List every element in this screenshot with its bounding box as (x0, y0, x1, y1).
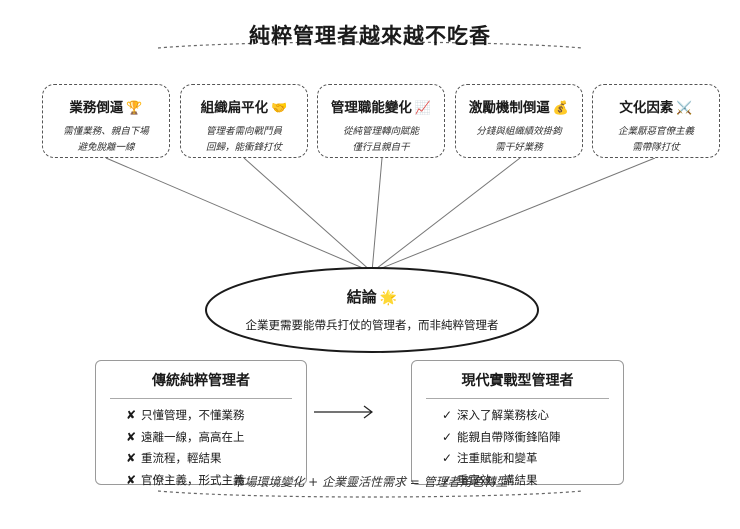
factor-description: 從純管理轉向賦能僅行且親自干 (318, 124, 444, 156)
check-mark-icon: ✓ (442, 472, 453, 487)
list-item: ✘ 官僚主義，形式主義 (126, 470, 306, 492)
factor-description-line: 從純管理轉向賦能 (342, 126, 419, 137)
factor-description-line: 企業厭惡官僚主義 (617, 126, 694, 137)
factor-heading: 組織扁平化🤝 (200, 100, 288, 116)
list-item-text: 能親自帶隊衝鋒陷陣 (457, 429, 561, 444)
crossed-swords-icon: ⚔️ (676, 101, 693, 116)
check-mark-icon: ✓ (442, 429, 453, 444)
list-item-text: 只懂管理，不懂業務 (141, 408, 245, 422)
factor-heading: 激勵機制倒逼💰 (468, 100, 570, 116)
factor-box: 激勵機制倒逼💰 分錢與組織績效掛鉤需干好業務 (455, 84, 583, 158)
connector-line-5 (371, 157, 656, 273)
factor-description: 企業厭惡官僚主義需帶隊打仗 (593, 124, 719, 156)
list-item: ✓ 能親自帶隊衝鋒陷陣 (442, 427, 623, 449)
handshake-icon: 🤝 (271, 101, 288, 116)
traditional-manager-panel: 傳統純粹管理者 ✘ 只懂管理，不懂業務 ✘ 遠離一線，高高在上 ✘ 重流程，輕結果 ✘ 官僚主… (95, 360, 307, 487)
factor-description-line: 需帶隊打仗 (632, 142, 680, 153)
factor-description-line: 需懂業務、親自下場 (63, 126, 149, 137)
modern-manager-panel: 現代實戰型管理者 ✓ 深入了解業務核心 ✓ 能親自帶隊衝鋒陷陣 ✓ 注重賦能和變革 ✓ 重實效… (411, 360, 624, 487)
connector-line-4 (371, 157, 521, 273)
list-item-text: 深入了解業務核心 (457, 408, 549, 422)
transition-arrow-head (363, 405, 373, 419)
connector-line-2 (243, 157, 373, 273)
footer-caption: 市場環境變化 + 企業靈活性需求 = 管理者角色轉型 (232, 475, 508, 489)
list-item: ✓ 注重賦能和變革 (442, 448, 623, 470)
page-title: 純粹管理者越來越不吃香 (249, 24, 491, 48)
modern-panel-title: 現代實戰型管理者 (461, 373, 574, 389)
list-item-text: 重實效，講結果 (457, 472, 538, 487)
glowing-star-icon: 🌟 (379, 290, 398, 306)
factor-box: 業務倒逼🏆 需懂業務、親自下場避免脫離一線 (42, 84, 170, 158)
list-item: ✘ 只懂管理，不懂業務 (126, 405, 306, 427)
factor-heading: 管理職能變化📈 (330, 100, 432, 116)
cross-mark-icon: ✘ (126, 429, 137, 444)
connector-line-3 (371, 157, 383, 273)
factor-description-line: 管理者需向戰鬥員 (205, 126, 282, 137)
trophy-icon: 🏆 (126, 101, 143, 116)
conclusion: 結論🌟 企業更需要能帶兵打仗的管理者，而非純粹管理者 (206, 268, 538, 352)
check-mark-icon: ✓ (442, 408, 453, 422)
cross-mark-icon: ✘ (126, 408, 137, 422)
factor-description-line: 僅行且親自干 (352, 142, 410, 153)
factor-description: 管理者需向戰鬥員回歸，能衝鋒打仗 (181, 124, 307, 156)
list-item-text: 遠離一線，高高在上 (141, 429, 245, 444)
factor-heading: 文化因素⚔️ (619, 100, 693, 116)
footer-dashed-underline (157, 490, 583, 498)
modern-panel-divider (426, 398, 609, 399)
list-item: ✓ 重實效，講結果 (442, 470, 623, 492)
traditional-panel-divider (110, 398, 292, 399)
factor-box: 管理職能變化📈 從純管理轉向賦能僅行且親自干 (317, 84, 445, 158)
list-item-text: 官僚主義，形式主義 (141, 472, 245, 487)
list-item-text: 重流程，輕結果 (141, 451, 222, 465)
traditional-panel-title: 傳統純粹管理者 (152, 373, 250, 389)
modern-list: ✓ 深入了解業務核心 ✓ 能親自帶隊衝鋒陷陣 ✓ 注重賦能和變革 ✓ 重實效，講結果 (412, 405, 623, 491)
cross-mark-icon: ✘ (126, 472, 137, 487)
conclusion-ellipse (205, 267, 539, 353)
cross-mark-icon: ✘ (126, 451, 137, 465)
list-item: ✓ 深入了解業務核心 (442, 405, 623, 427)
money-bag-icon: 💰 (552, 101, 570, 116)
traditional-list: ✘ 只懂管理，不懂業務 ✘ 遠離一線，高高在上 ✘ 重流程，輕結果 ✘ 官僚主義，形式主義 (96, 405, 306, 491)
factor-box: 文化因素⚔️ 企業厭惡官僚主義需帶隊打仗 (592, 84, 720, 158)
factor-heading: 業務倒逼🏆 (69, 100, 143, 116)
list-item: ✘ 遠離一線，高高在上 (126, 427, 306, 449)
factor-description-line: 避免脫離一線 (77, 142, 135, 153)
conclusion-text: 企業更需要能帶兵打仗的管理者，而非純粹管理者 (245, 318, 499, 332)
check-mark-icon: ✓ (442, 451, 453, 465)
factor-box: 組織扁平化🤝 管理者需向戰鬥員回歸，能衝鋒打仗 (180, 84, 308, 158)
title-dashed-underline (157, 41, 583, 49)
factor-description-line: 分錢與組織績效掛鉤 (476, 126, 562, 137)
factor-description-line: 回歸，能衝鋒打仗 (205, 142, 282, 153)
list-item: ✘ 重流程，輕結果 (126, 448, 306, 470)
list-item-text: 注重賦能和變革 (457, 451, 538, 465)
factor-description-line: 需干好業務 (495, 142, 543, 153)
connector-line-1 (105, 157, 373, 273)
factor-description: 需懂業務、親自下場避免脫離一線 (43, 124, 169, 156)
chart-increasing-icon: 📈 (414, 101, 432, 116)
conclusion-heading: 結論🌟 (346, 288, 398, 306)
factor-description: 分錢與組織績效掛鉤需干好業務 (456, 124, 582, 156)
